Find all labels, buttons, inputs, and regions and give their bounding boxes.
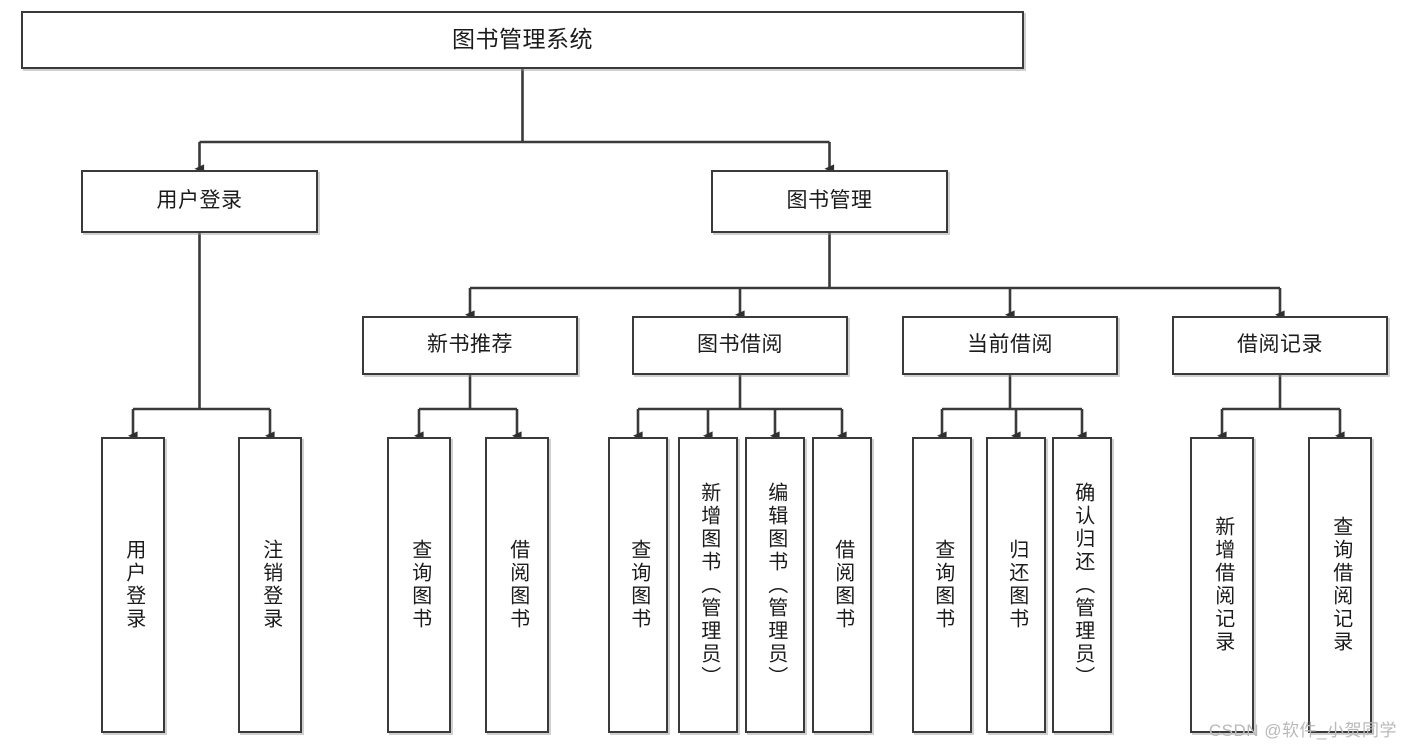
node-leaf-user-logout[interactable]: 注销登录 — [238, 437, 302, 733]
node-label-leaf-bb-edit: 编辑图书（管理员） — [764, 481, 787, 689]
node-label-leaf-br-add: 新增借阅记录 — [1211, 516, 1234, 654]
node-label-leaf-rec-query: 查询图书 — [408, 539, 431, 631]
node-leaf-bb-edit[interactable]: 编辑图书（管理员） — [745, 437, 805, 733]
node-label-leaf-user-logout: 注销登录 — [259, 539, 282, 631]
node-leaf-rec-query[interactable]: 查询图书 — [387, 437, 451, 733]
node-label-current-borrow: 当前借阅 — [967, 333, 1053, 357]
node-new-book-rec[interactable]: 新书推荐 — [362, 316, 578, 375]
node-label-leaf-br-query: 查询借阅记录 — [1329, 516, 1352, 654]
node-book-manage[interactable]: 图书管理 — [711, 170, 948, 233]
node-leaf-bb-borrow[interactable]: 借阅图书 — [812, 437, 872, 733]
node-label-leaf-cb-confirm: 确认归还（管理员） — [1071, 481, 1094, 689]
node-borrow-record[interactable]: 借阅记录 — [1172, 316, 1388, 375]
node-label-leaf-rec-borrow: 借阅图书 — [506, 539, 529, 631]
node-label-leaf-user-login: 用户登录 — [122, 539, 145, 631]
node-label-borrow-record: 借阅记录 — [1237, 333, 1323, 357]
node-book-borrow[interactable]: 图书借阅 — [632, 316, 848, 375]
node-leaf-bb-query[interactable]: 查询图书 — [608, 437, 668, 733]
node-label-leaf-bb-add: 新增图书（管理员） — [697, 481, 720, 689]
node-leaf-bb-add[interactable]: 新增图书（管理员） — [678, 437, 738, 733]
connector-lines — [128, 69, 1345, 441]
node-label-leaf-cb-query: 查询图书 — [931, 539, 954, 631]
node-leaf-cb-return[interactable]: 归还图书 — [986, 437, 1046, 733]
node-root[interactable]: 图书管理系统 — [21, 11, 1024, 69]
node-leaf-rec-borrow[interactable]: 借阅图书 — [485, 437, 549, 733]
node-label-book-manage: 图书管理 — [786, 189, 873, 213]
node-leaf-br-add[interactable]: 新增借阅记录 — [1190, 437, 1254, 733]
node-leaf-cb-confirm[interactable]: 确认归还（管理员） — [1052, 437, 1112, 733]
node-leaf-cb-query[interactable]: 查询图书 — [912, 437, 972, 733]
node-label-leaf-bb-query: 查询图书 — [627, 539, 650, 631]
node-user-login[interactable]: 用户登录 — [81, 170, 318, 233]
node-label-new-book-rec: 新书推荐 — [427, 333, 513, 357]
node-leaf-br-query[interactable]: 查询借阅记录 — [1308, 437, 1372, 733]
node-leaf-user-login[interactable]: 用户登录 — [101, 437, 165, 733]
node-label-user-login: 用户登录 — [156, 189, 243, 213]
node-label-root: 图书管理系统 — [452, 26, 593, 53]
node-label-book-borrow: 图书借阅 — [697, 333, 783, 357]
node-label-leaf-bb-borrow: 借阅图书 — [831, 539, 854, 631]
node-current-borrow[interactable]: 当前借阅 — [902, 316, 1118, 375]
node-label-leaf-cb-return: 归还图书 — [1005, 539, 1028, 631]
